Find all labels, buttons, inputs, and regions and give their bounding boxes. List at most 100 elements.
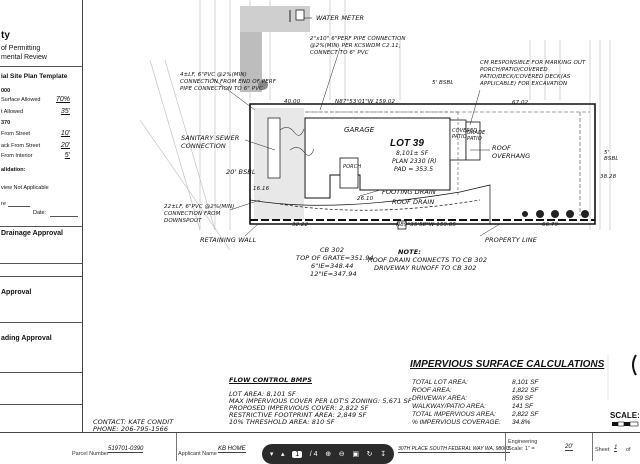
page-total: / 4 <box>309 450 318 458</box>
note-heading: NOTE: <box>398 248 421 256</box>
height-allowed-label: t Allowed <box>1 109 24 115</box>
sanitary-sewer-label: SANITARY SEWER CONNECTION <box>181 134 240 150</box>
downspout-pipe-note: 22±LF, 6"PVC @2%(MIN) CONNECTION FROM DO… <box>164 204 235 224</box>
template-title: ial Site Plan Template <box>1 73 68 80</box>
surface-allowed-value: 70% <box>55 96 70 103</box>
impervious-row-value: 141 SF <box>512 403 533 410</box>
parcel-number-label: Parcel Number <box>72 451 109 457</box>
engineering-scale-label-2: Scale: 1" = <box>508 446 535 452</box>
fit-page-icon[interactable]: ▣ <box>352 451 359 458</box>
page-number-input[interactable]: 1 <box>292 450 303 458</box>
engineering-scale-label-1: Engineering <box>508 439 538 445</box>
setback-5-right-label: 5' BSBL <box>604 150 619 162</box>
property-line-label: PROPERTY LINE <box>485 236 537 244</box>
flow-threshold: 10% THRESHOLD AREA: 810 SF <box>229 418 335 426</box>
sheet-value: 1 <box>614 445 618 452</box>
back-from-street-label: ack From Street <box>1 143 41 149</box>
roof-drain-label: ROOF DRAIN <box>392 198 435 206</box>
sheet-label: Sheet <box>595 447 610 453</box>
impervious-row-label: WALKWAY/PATIO AREA: <box>412 403 486 410</box>
applicant-name-label: Applicant Name <box>178 451 217 457</box>
impervious-row-label: TOTAL LOT AREA: <box>412 379 468 386</box>
flow-restrictive-footprint: RESTRICTIVE FOOTPRINT AREA: 2,849 SF <box>229 411 367 419</box>
divider <box>0 263 82 264</box>
dimension-3828: 38.28 <box>600 174 617 180</box>
lot-area: 8,101± SF <box>396 150 429 157</box>
zoom-out-icon[interactable]: ⊖ <box>338 451 345 458</box>
impervious-row-value: 2,822 SF <box>512 411 539 418</box>
approval-heading: Approval <box>1 289 32 296</box>
from-interior-label: From Interior <box>1 153 33 159</box>
porch-label: PORCH <box>343 164 362 170</box>
impervious-title: IMPERVIOUS SURFACE CALCULATIONS <box>410 359 605 370</box>
from-interior-value: 5' <box>64 152 70 159</box>
surface-allowed-label: Surface Allowed <box>1 97 41 103</box>
parcel-number-value: 519701-0390 <box>108 446 144 453</box>
download-icon[interactable]: ↧ <box>380 451 387 458</box>
impervious-row-value: 34.8% <box>512 419 531 426</box>
dimension-4000: 40.00 <box>284 99 301 105</box>
roof-drain-note: ROOF DRAIN CONNECTS TO CB 302 <box>368 256 488 264</box>
setback-5-top-label: 5' BSBL <box>432 80 454 86</box>
zone-code-000: 000 <box>1 88 11 94</box>
grade-patio-label: GRADE PATIO <box>467 130 486 142</box>
bearing-bottom: N89°35'58"W 159.05 <box>396 222 457 228</box>
flow-control-title: FLOW CONTROL BMPS <box>229 376 312 384</box>
applicant-name-value: KB HOME <box>218 446 246 453</box>
top-of-grate: TOP OF GRATE=351.94 <box>296 254 374 262</box>
divider <box>0 372 82 373</box>
chevron-up-icon[interactable]: ▴ <box>281 451 285 458</box>
impervious-row-label: DRIVEWAY AREA: <box>412 395 468 402</box>
impervious-row-label: TOTAL IMPERVIOUS AREA: <box>412 411 496 418</box>
porch-outline <box>339 157 359 189</box>
flow-proposed-impervious: PROPOSED IMPERVIOUS COVER: 2,822 SF <box>229 404 369 412</box>
from-street-value: 10' <box>60 130 70 137</box>
chevron-down-icon[interactable]: ▾ <box>269 451 274 458</box>
site-address: 30TH PLACE SOUTH FEDERAL WAY WA, 98003 <box>398 446 510 453</box>
dimension-6679: 66.79 <box>542 222 559 228</box>
department-line2: mental Review <box>1 54 47 61</box>
title-block-panel: ty of Permitting mental Review ial Site … <box>0 0 83 432</box>
zone-code-370: 370 <box>1 120 11 126</box>
cm-responsibility-note: CM RESPONSIBLE FOR MARKING OUT PORCH/PAT… <box>480 60 586 87</box>
pdf-viewer-toolbar: ▾ ▴ 1 / 4 ⊕ ⊖ ▣ ↻ ↧ <box>262 444 394 464</box>
back-from-street-value: 20' <box>60 142 70 149</box>
title-block-footer: Parcel Number 519701-0390 Applicant Name… <box>0 432 640 461</box>
drainage-approval-heading: Drainage Approval <box>1 230 63 237</box>
date-line <box>50 216 78 217</box>
divider <box>0 276 82 277</box>
impervious-row-label: ROOF AREA: <box>412 387 452 394</box>
manhole-marker <box>258 80 268 90</box>
pipe-connection-note: 4±LF, 6"PVC @2%(MIN) CONNECTION FROM END… <box>180 72 276 92</box>
scale-label: SCALE: <box>610 411 640 420</box>
cb-302-label: CB 302 <box>320 246 345 254</box>
rotate-icon[interactable]: ↻ <box>366 451 373 458</box>
divider <box>0 322 82 323</box>
impervious-row-value: 859 SF <box>512 395 533 402</box>
flow-lot-area: LOT AREA: 8,101 SF <box>229 390 296 398</box>
grade-patio-outline <box>465 121 481 161</box>
perf-pipe-note: 2"x10" 6"PERF PIPE CONNECTION @2%(MIN) P… <box>310 36 406 56</box>
lot-number: LOT 39 <box>390 138 424 149</box>
zoom-in-icon[interactable]: ⊕ <box>325 451 332 458</box>
setback-20-label: 20' BSBL <box>226 168 256 176</box>
from-street-label: From Street <box>1 131 31 137</box>
engineering-scale-value: 20' <box>565 444 573 451</box>
plan-number: PLAN 2330 (R) <box>392 158 437 165</box>
invert-6: 6"IE=348.44 <box>311 262 354 270</box>
contact-name: CONTACT: KATE CONDIT <box>93 418 174 426</box>
not-applicable-label: view Not Applicable <box>1 185 49 191</box>
covered-patio-label: COVERED PATIO <box>452 128 478 140</box>
signature-line <box>8 206 30 207</box>
footing-drain-label: FOOTING DRAIN <box>382 188 436 196</box>
lot-boundary <box>249 103 596 225</box>
retaining-wall-label: RETAINING WALL <box>200 236 257 244</box>
dimension-6702: 67.02 <box>512 100 529 106</box>
contact-phone: PHONE: 206-795-1566 <box>93 425 169 433</box>
grading-approval-heading: ading Approval <box>1 335 52 342</box>
site-plan-drawing <box>139 0 639 427</box>
validation-label: alidation: <box>1 167 26 173</box>
flow-max-impervious: MAX IMPERVIOUS COVER PER LOT'S ZONING: 5… <box>229 397 412 405</box>
divider <box>0 404 82 405</box>
divider <box>0 66 82 67</box>
